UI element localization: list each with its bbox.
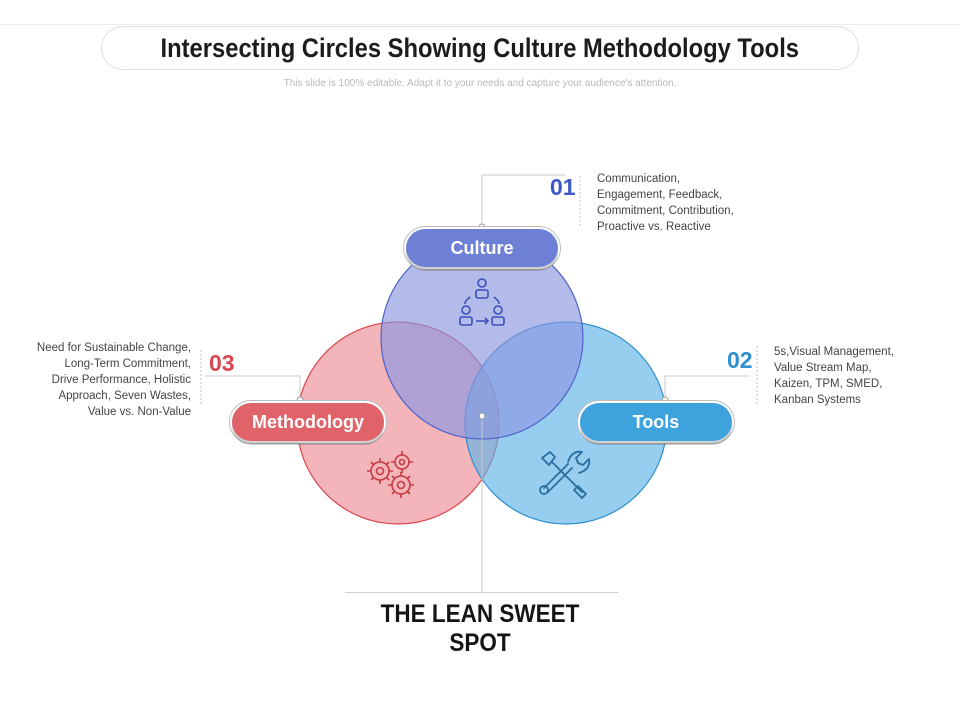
tools-connector [661, 375, 750, 404]
methodology-number: 03 [209, 350, 235, 376]
tools-label-pill: Tools [580, 403, 732, 441]
sweet-spot-label: THE LEAN SWEET SPOT [380, 600, 580, 657]
culture-description: Communication, Engagement, Feedback, Com… [597, 173, 734, 233]
methodology-description: Need for Sustainable Change, Long-Term C… [36, 342, 191, 418]
tools-label: Tools [632, 411, 680, 432]
sweet-spot-rule [345, 592, 618, 593]
gears-icon [367, 451, 414, 498]
methodology-connector [205, 375, 304, 404]
tools-number: 02 [727, 347, 753, 373]
wrench-screwdriver-icon [539, 450, 591, 499]
title-banner: Intersecting Circles Showing Culture Met… [101, 26, 859, 70]
culture-number: 01 [550, 174, 576, 200]
top-rule [0, 24, 960, 25]
team-cycle-icon [459, 278, 505, 326]
page-title: Intersecting Circles Showing Culture Met… [160, 32, 800, 63]
page-subtitle: This slide is 100% editable. Adapt it to… [283, 78, 677, 89]
sweet-spot-connector [478, 412, 486, 592]
methodology-label: Methodology [252, 411, 364, 432]
methodology-label-pill: Methodology [232, 403, 384, 441]
tools-description: 5s,Visual Management, Value Stream Map, … [774, 346, 894, 406]
culture-label-pill: Culture [406, 229, 558, 267]
culture-label: Culture [450, 237, 514, 258]
